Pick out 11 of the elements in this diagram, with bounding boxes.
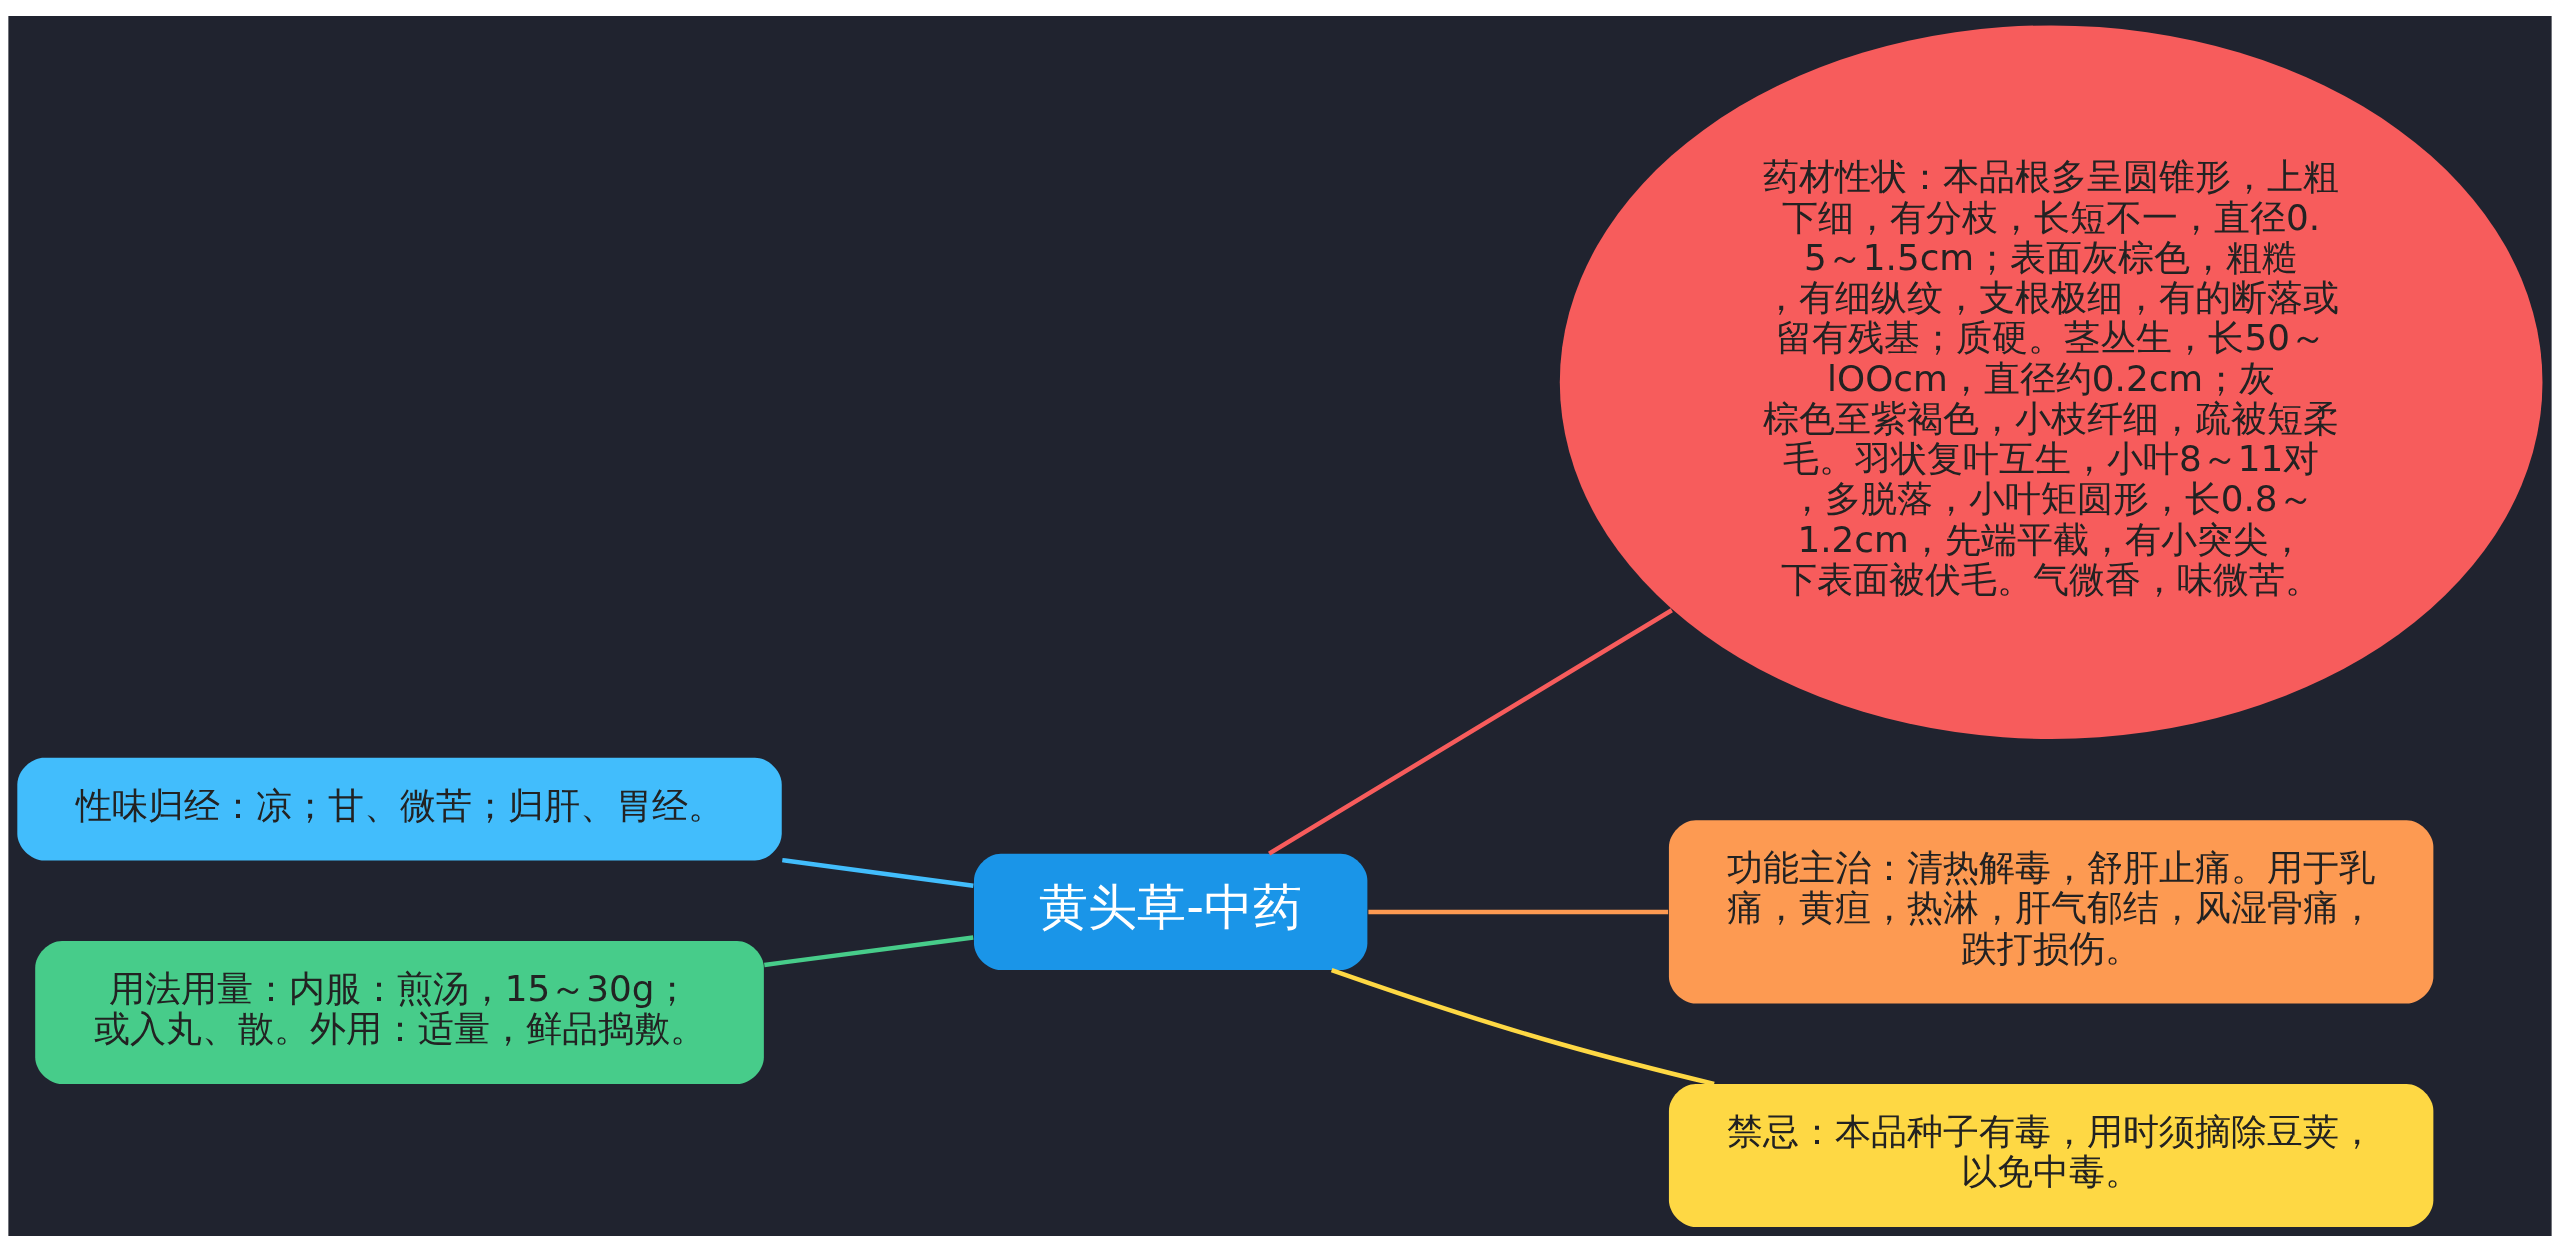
node-ellipse: 药材性状：本品根多呈圆锥形，上粗下细，有分枝，长短不一，直径0.5～1.5cm；表面灰棕色，粗糙，有细纵纹，支根极细，有的断落或留有残基；质硬。茎丛生，长50～lOOcm，直径约0.2cm；灰棕色至紫褐色，小枝纤细，疏被短柔毛。羽状复叶互生，小叶8～11对，多脱落，小叶矩圆形，长0.8～1.2cm，先端平截，有小突尖，下表面被伏毛。气微香，味微苦。 [1559, 24, 2543, 739]
node-box: 性味归经：凉；甘、微苦；归肝、胃经。 [17, 757, 782, 860]
connector [1368, 909, 1669, 914]
connector [1330, 967, 1715, 1086]
connector [764, 934, 974, 967]
node-box: 黄头草-中药 [974, 853, 1368, 970]
node-box: 禁忌：本品种子有毒，用时须摘除豆荚，以免中毒。 [1668, 1083, 2434, 1227]
node-box: 用法用量：内服：煎汤，15～30g；或入丸、散。外用：适量，鲜品捣敷。 [35, 940, 764, 1084]
connector [1268, 607, 1673, 856]
node-box: 功能主治：清热解毒，舒肝止痛。用于乳痛，黄疸，热淋，肝气郁结，风湿骨痛，跌打损伤。 [1668, 819, 2434, 1004]
connector [782, 857, 974, 888]
